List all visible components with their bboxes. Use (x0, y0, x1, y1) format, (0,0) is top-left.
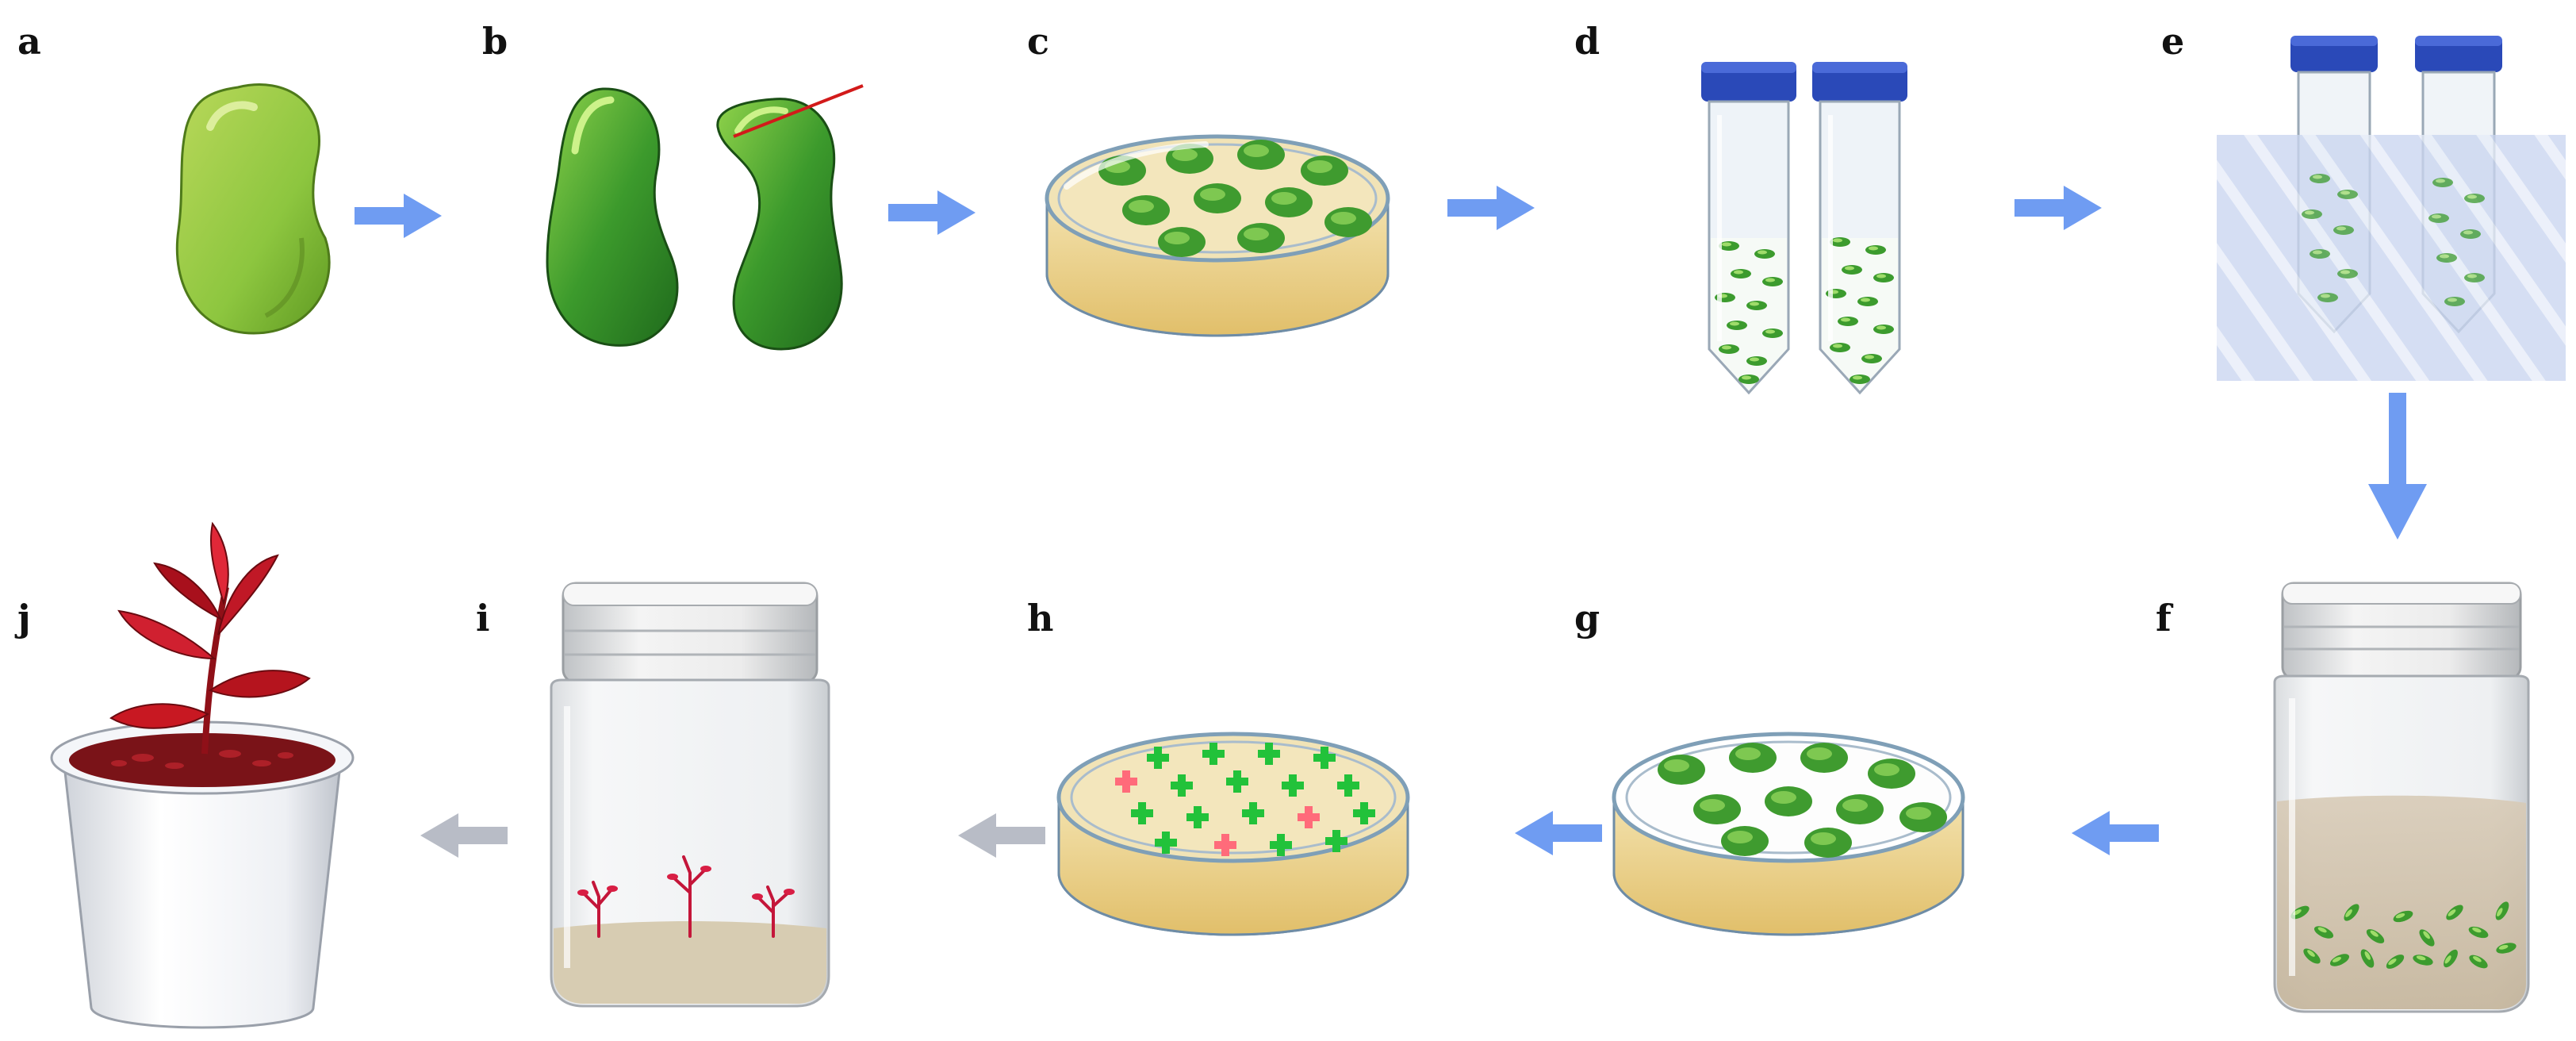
seed-icon (175, 83, 331, 335)
red-plantlets (581, 855, 791, 938)
rooting-jar-icon (550, 582, 830, 1008)
water-bath (2217, 135, 2566, 381)
panel-label-g: g (1574, 597, 1600, 640)
centrifuge-tubes-icon (1701, 62, 1907, 395)
panel-label-b: b (482, 20, 508, 63)
panel-label-e: e (2161, 20, 2184, 63)
tube-left (1701, 62, 1796, 395)
arrow-i-to-j (420, 813, 508, 858)
arrow-a-to-b (355, 194, 442, 238)
split-seed-icon (546, 84, 864, 351)
arrow-h-to-i (958, 813, 1045, 858)
panel-label-j: j (14, 597, 31, 640)
panel-label-h: h (1027, 597, 1053, 640)
culture-jar-icon (2273, 582, 2530, 1013)
water-bath-icon (2217, 36, 2566, 381)
selection-plate-icon (1056, 732, 1410, 936)
panel-label-f: f (2156, 597, 2174, 640)
cut-line (733, 84, 864, 138)
panel-label-i: i (476, 597, 489, 640)
tube-right (1812, 62, 1907, 395)
arrow-g-to-h (1515, 811, 1602, 855)
arrow-b-to-c (888, 190, 976, 235)
red-plant (109, 521, 311, 755)
arrow-f-to-g (2072, 811, 2159, 855)
potted-plant-icon (50, 521, 355, 1029)
panel-label-d: d (1574, 20, 1600, 63)
petri-dish-icon (1045, 134, 1390, 337)
panel-label-c: c (1027, 20, 1049, 63)
arrow-d-to-e (2014, 186, 2102, 230)
panel-label-a: a (17, 20, 41, 63)
arrow-c-to-d (1447, 186, 1535, 230)
arrow-e-to-f (2368, 393, 2427, 540)
petri-dish-icon (1612, 732, 1965, 936)
